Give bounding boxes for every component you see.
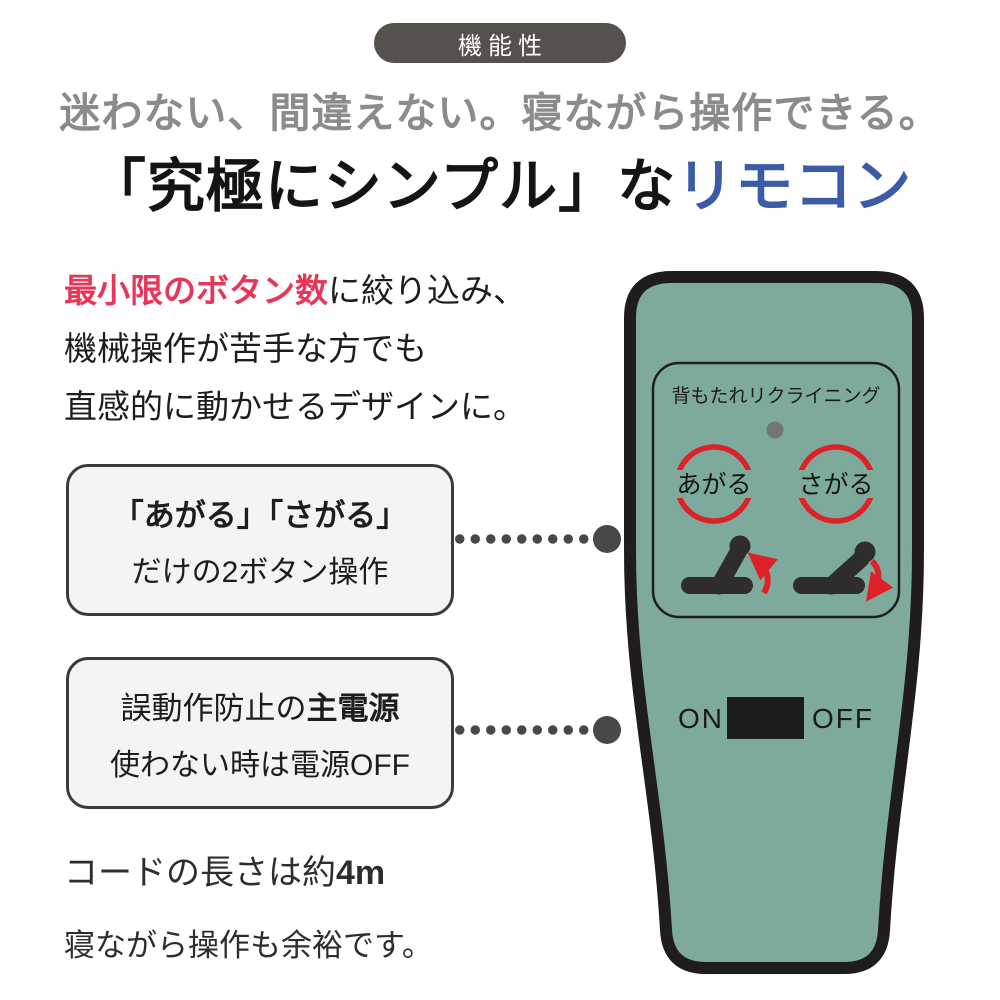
- power-switch-slider: [727, 697, 804, 739]
- callout-main-power-bold: 主電源: [306, 690, 400, 726]
- intro-line-1: 最小限のボタン数に絞り込み、: [64, 262, 526, 320]
- recline-panel: [651, 361, 901, 619]
- intro-line-2: 機械操作が苦手な方でも: [64, 330, 427, 367]
- recline-up-figure-icon: [681, 535, 778, 595]
- switch-on-label: ON: [678, 703, 724, 734]
- cord-length-prefix: コードの長さは約: [64, 854, 336, 892]
- connector-end-dot-2: [593, 716, 621, 744]
- recline-down-figure-icon: [793, 541, 894, 602]
- connector-dotted-line-1: [452, 534, 592, 544]
- intro-line-3: 直感的に動かせるデザインに。: [64, 388, 526, 425]
- up-button-label: あがる: [676, 471, 751, 499]
- callout-main-power-line1: 誤動作防止の主電源: [121, 683, 400, 728]
- title-black: 「究極にシンプル」な: [87, 154, 677, 219]
- callout-two-buttons-line1: 「あがる」「さがる」: [112, 497, 408, 533]
- category-badge: 機能性: [374, 23, 626, 63]
- remote-body: [624, 271, 924, 974]
- callout-main-power-line2: 使わない時は電源OFF: [110, 748, 410, 782]
- intro-highlight: 最小限のボタン数: [64, 272, 328, 309]
- down-button-label-bg: [793, 470, 879, 498]
- down-button-label: さがる: [798, 471, 873, 499]
- callout-two-buttons-line2: だけの2ボタン操作: [131, 555, 389, 589]
- page-title: 「究極にシンプル」なリモコン: [0, 139, 1000, 223]
- intro-paragraph: 最小限のボタン数に絞り込み、 機械操作が苦手な方でも 直感的に動かせるデザインに…: [64, 262, 526, 436]
- cord-length-value: 4m: [336, 854, 386, 892]
- up-button-label-bg: [671, 470, 757, 498]
- recline-panel-label: 背もたれリクライニング: [671, 385, 880, 407]
- callout-main-power: 誤動作防止の主電源 使わない時は電源OFF: [66, 657, 454, 809]
- cord-length-note: コードの長さは約4m 寝ながら操作も余裕です。: [64, 845, 433, 965]
- led-indicator-dot: [766, 421, 784, 439]
- intro-line1-rest: に絞り込み、: [328, 272, 526, 309]
- connector-end-dot-1: [593, 525, 621, 553]
- cord-length-line2: 寝ながら操作も余裕です。: [64, 928, 433, 963]
- cord-length-line1: コードの長さは約4m: [64, 845, 433, 894]
- title-accent: リモコン: [676, 154, 913, 219]
- switch-off-label: OFF: [812, 703, 874, 734]
- callout-main-power-prefix: 誤動作防止の: [120, 690, 307, 726]
- connector-dotted-line-2: [452, 725, 592, 735]
- badge-label: 機能性: [458, 32, 548, 60]
- subtitle: 迷わない、間違えない。寝ながら操作できる。: [59, 90, 941, 136]
